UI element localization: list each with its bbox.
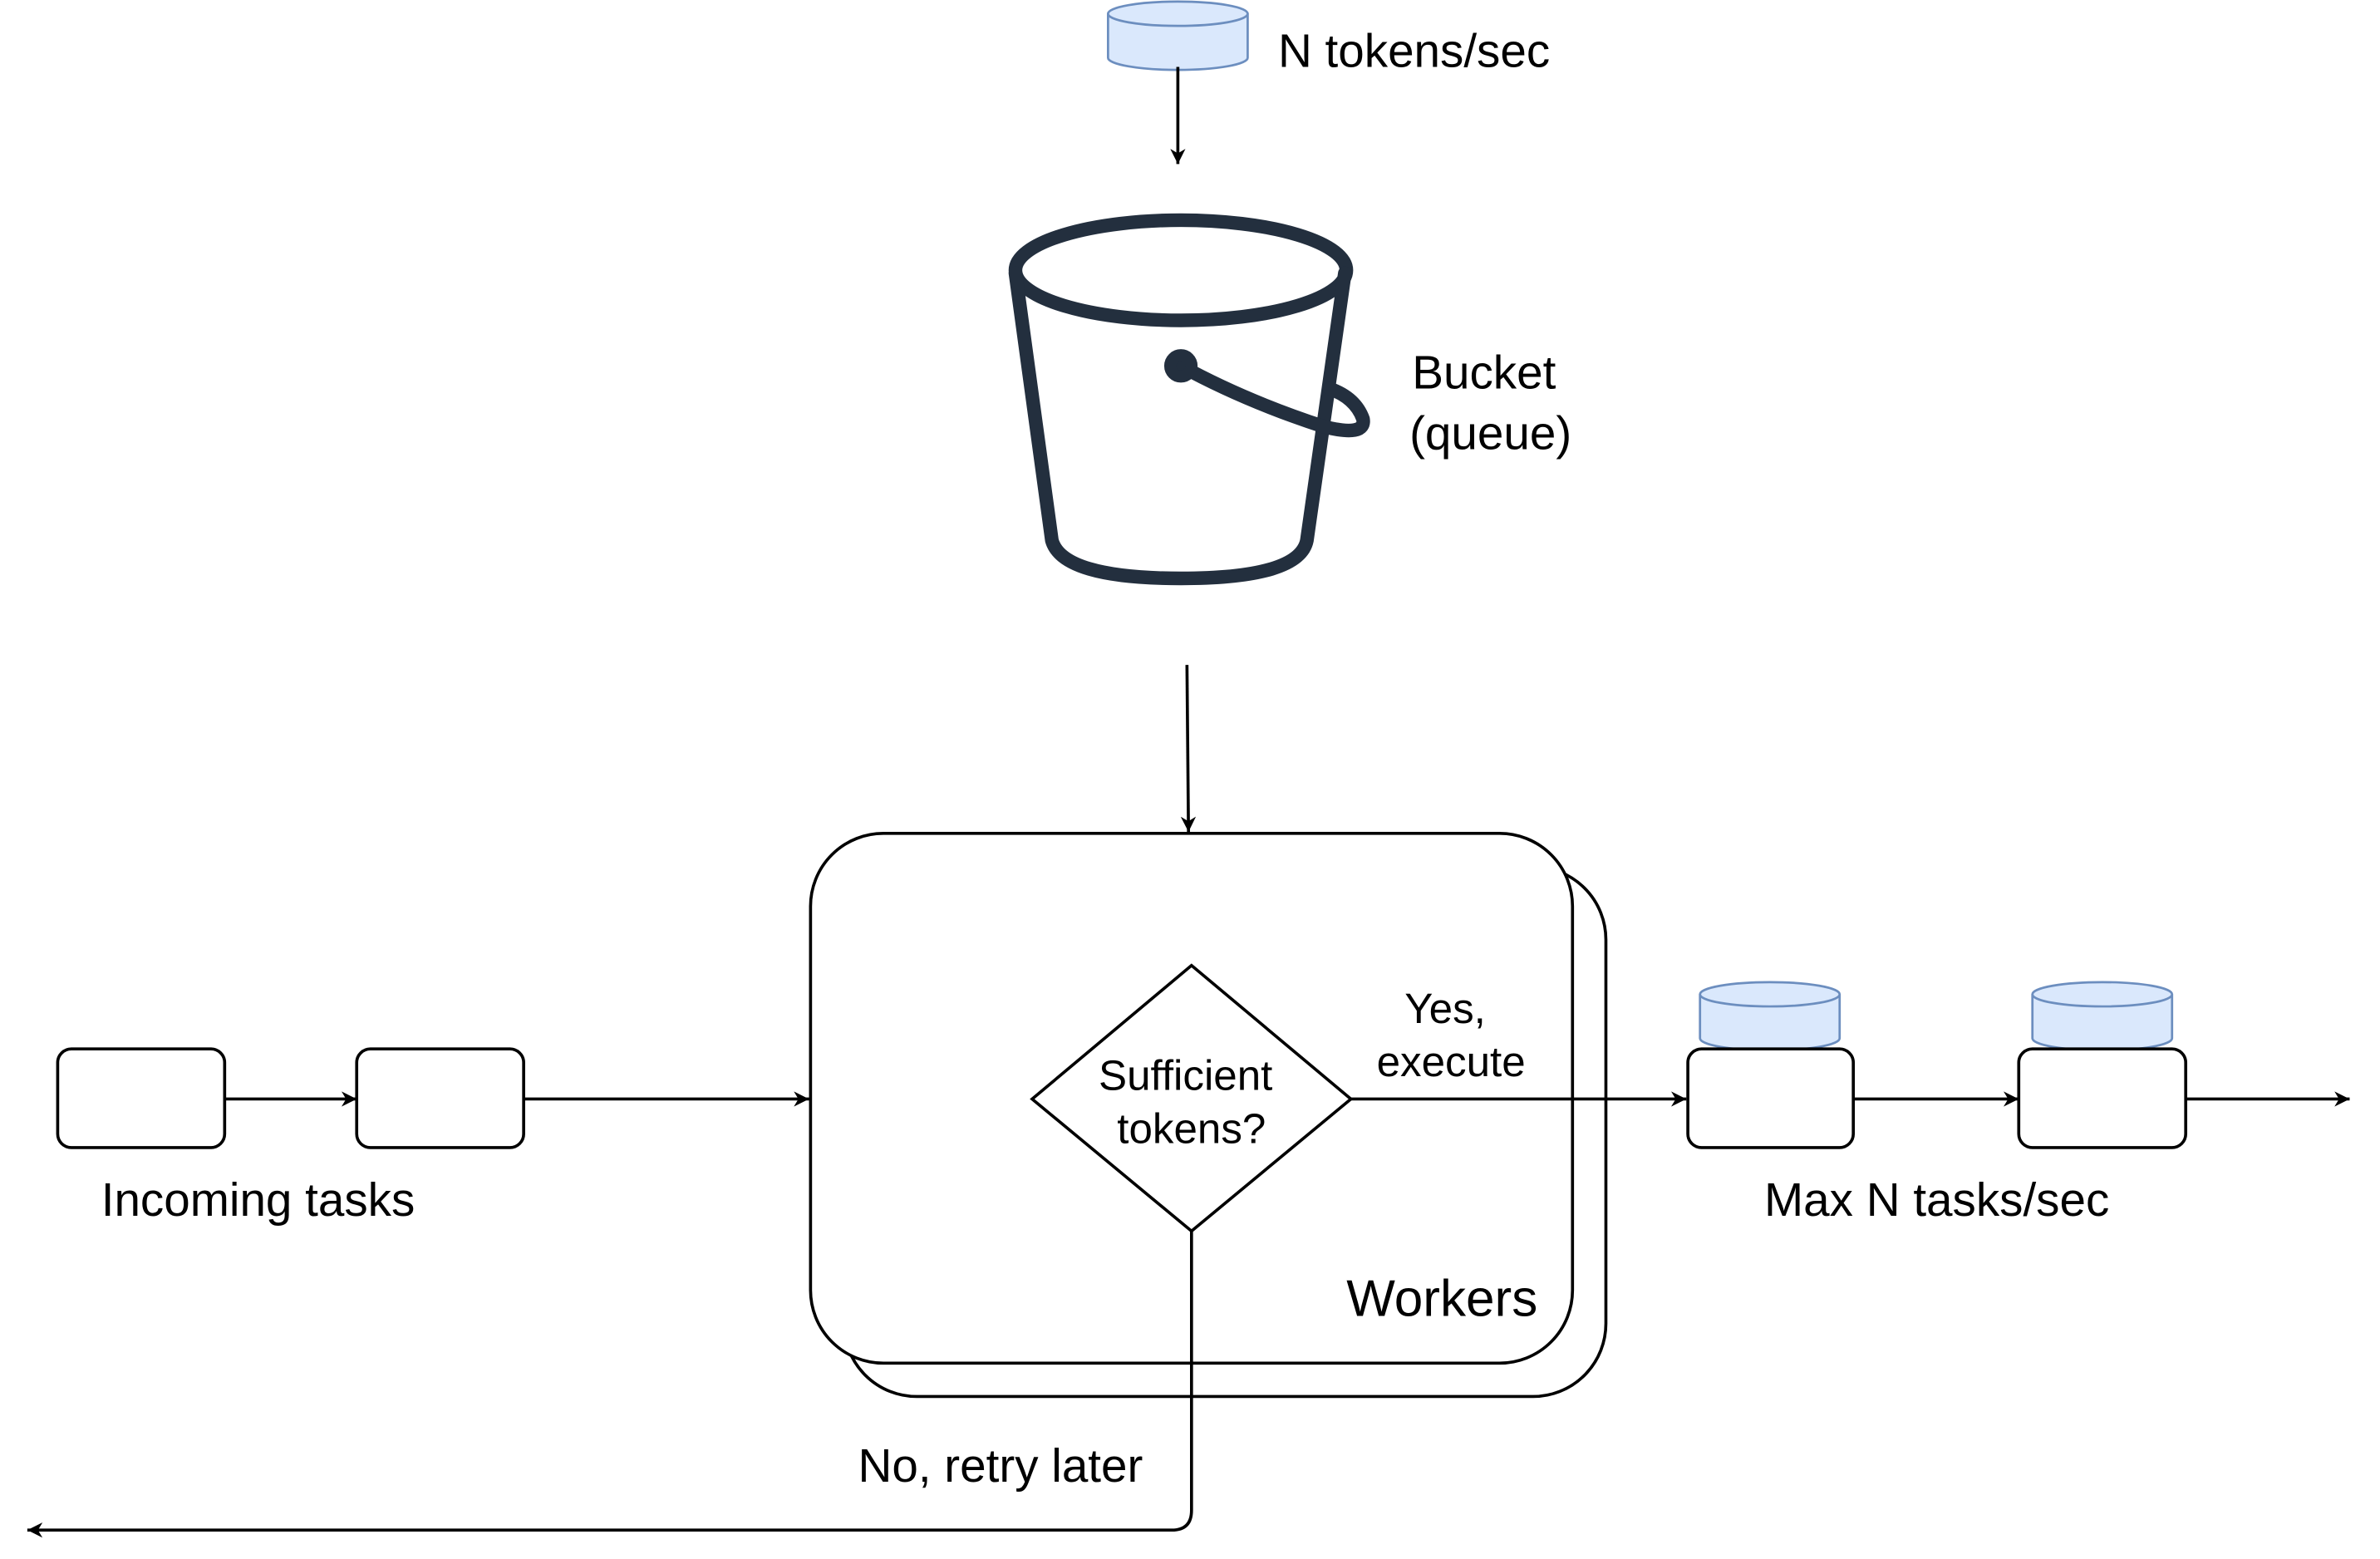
yes-execute-label: Yes, execute	[1377, 985, 1526, 1085]
token-icon	[1106, 0, 1249, 71]
executed-task-box	[2017, 1047, 2188, 1149]
bucket-icon	[1008, 213, 1370, 586]
incoming-tasks-label: Incoming tasks	[101, 1173, 416, 1226]
incoming-task-box	[56, 1047, 227, 1149]
token-icon	[1699, 981, 1842, 1052]
incoming-task-box	[355, 1047, 525, 1149]
token-icon	[2031, 981, 2174, 1052]
bucket-label: Bucket (queue)	[1409, 347, 1571, 460]
bucket-to-workers-arrow	[1180, 665, 1197, 833]
no-retry-label: No, retry later	[858, 1439, 1143, 1492]
executed-task-box	[1686, 1047, 1856, 1149]
decision-label: Sufficient tokens?	[1099, 1052, 1285, 1153]
token-rate-label: N tokens/sec	[1278, 24, 1550, 76]
workers-label: Workers	[1346, 1271, 1537, 1328]
max-rate-label: Max N tasks/sec	[1764, 1173, 2109, 1226]
no-retry-arrow	[27, 1231, 1193, 1538]
